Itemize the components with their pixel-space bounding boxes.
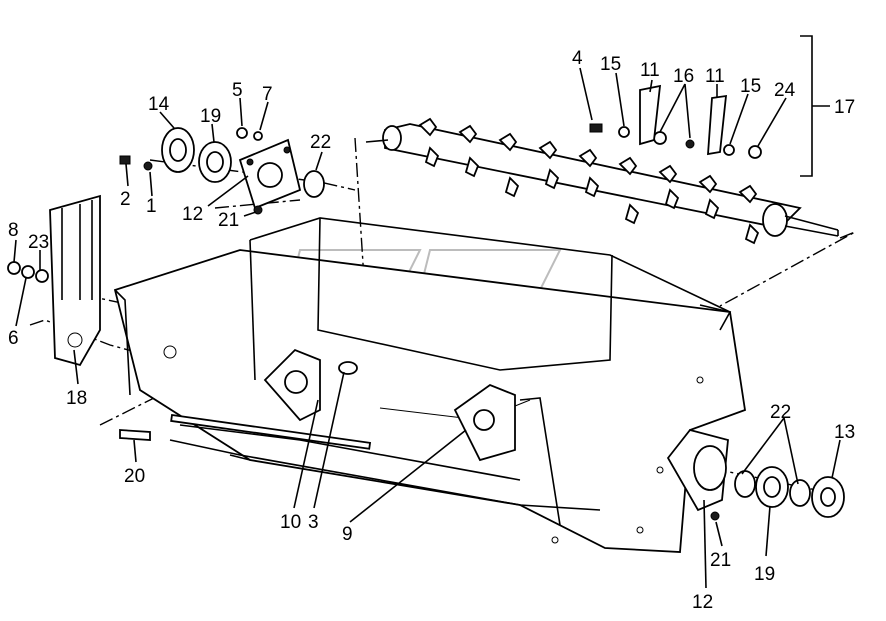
callout-17: 17 (834, 97, 855, 118)
callout-23: 23 (28, 232, 49, 253)
callout-labels: 4 15 11 16 11 15 24 17 14 19 5 7 22 2 1 … (8, 48, 855, 613)
callout-14: 14 (148, 94, 170, 115)
callout-10: 10 (280, 512, 301, 533)
callout-4: 4 (572, 48, 583, 69)
callout-18: 18 (66, 388, 87, 409)
callout-8: 8 (8, 220, 19, 241)
callout-12: 12 (692, 592, 713, 613)
callout-22: 22 (310, 132, 331, 153)
callout-3: 3 (308, 512, 319, 533)
callout-6: 6 (8, 328, 19, 349)
bearings-and-seals (161, 127, 845, 518)
fasteners (7, 84, 762, 521)
callout-15: 15 (740, 76, 761, 97)
callout-19: 19 (200, 106, 221, 127)
callout-22: 22 (770, 402, 791, 423)
rotor-shaft (365, 117, 839, 245)
middle-bearing-housings (263, 348, 516, 462)
callout-21: 21 (218, 210, 239, 231)
leader-lines (13, 35, 841, 589)
callout-21: 21 (710, 550, 731, 571)
callout-11: 11 (640, 60, 660, 81)
callout-1: 1 (146, 196, 157, 217)
right-bearing-housing (666, 428, 729, 512)
callout-19: 19 (754, 564, 775, 585)
callout-7: 7 (262, 84, 273, 105)
housing-frame (113, 217, 747, 553)
callout-9: 9 (342, 524, 353, 545)
callout-20: 20 (124, 466, 145, 487)
callout-24: 24 (774, 80, 796, 101)
side-plate (49, 194, 101, 367)
rotor-knives (418, 117, 760, 245)
callout-16: 16 (673, 66, 694, 87)
callout-5: 5 (232, 80, 243, 101)
callout-11: 11 (705, 66, 725, 87)
callout-15: 15 (600, 54, 621, 75)
left-bearing-housing (238, 138, 302, 210)
callout-13: 13 (834, 422, 855, 443)
callout-2: 2 (120, 189, 131, 210)
callout-12: 12 (182, 204, 203, 225)
